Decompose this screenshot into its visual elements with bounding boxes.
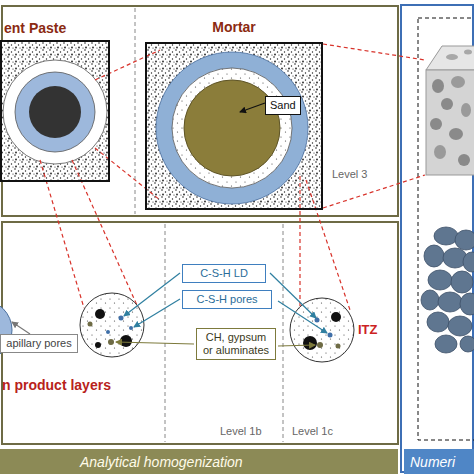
- box-label: apillary pores: [5, 337, 73, 350]
- phase-label-box: CH, gypsum or aluminates: [196, 328, 276, 360]
- aggregate-cluster: [421, 227, 474, 353]
- sand-pointer: [240, 103, 265, 112]
- box-label: C-S-H pores: [187, 293, 267, 306]
- cement-paste-square: ent Paste: [0, 40, 110, 182]
- phase-label-box: C-S-H LD: [182, 264, 266, 283]
- sand-grain: [184, 80, 280, 176]
- outer-product-ring: [3, 60, 107, 164]
- box-label: Sand: [270, 99, 296, 112]
- sand-label-box: Sand: [265, 96, 301, 115]
- zoom-lines: [40, 44, 425, 312]
- box-label: C-S-H LD: [187, 267, 261, 280]
- inner-product-ring: [15, 72, 95, 152]
- method-band: Analytical homogenization: [0, 449, 398, 474]
- level-label: Level 1c: [292, 425, 333, 437]
- level-label: Level 3: [332, 168, 367, 180]
- clinker-core: [29, 86, 81, 138]
- method-band: Numeri: [404, 449, 474, 474]
- phase-label-box: apillary pores: [0, 334, 78, 353]
- separator: [283, 224, 284, 442]
- porous-cube: [426, 46, 474, 175]
- level-label: Level 1b: [220, 425, 262, 437]
- box-label: CH, gypsum or aluminates: [201, 331, 271, 357]
- mortar-square: MortarSand: [145, 42, 323, 210]
- mortar-matrix: [147, 44, 321, 208]
- itz-ring: [172, 68, 292, 188]
- dashed-frame: [418, 18, 474, 440]
- band-label: Analytical homogenization: [80, 454, 243, 470]
- paste-ring: [156, 52, 308, 204]
- band-label: Numeri: [410, 454, 455, 470]
- panel-heading: Mortar: [147, 19, 321, 35]
- zone-label: ITZ: [358, 322, 378, 337]
- layer-title: n product layers: [2, 377, 111, 393]
- paste-matrix: [2, 42, 108, 180]
- separator: [165, 224, 166, 442]
- level1-panel: [2, 222, 398, 444]
- panel-heading: ent Paste: [4, 20, 66, 36]
- separator: [135, 8, 136, 214]
- level1b-circle: [80, 293, 144, 357]
- phase-label-box: C-S-H pores: [182, 290, 272, 309]
- level3-panel: [2, 6, 398, 216]
